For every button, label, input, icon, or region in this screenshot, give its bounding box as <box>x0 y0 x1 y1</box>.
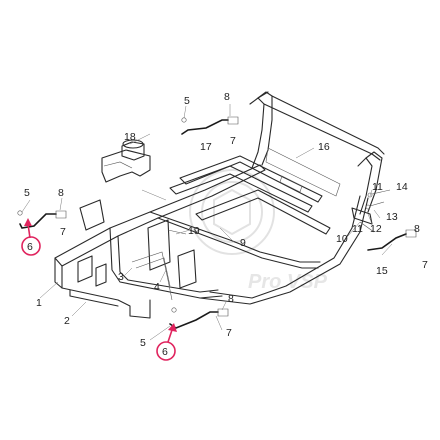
callout-11-lower: 11 <box>352 223 363 235</box>
highlight-arrow-bottom <box>167 329 173 343</box>
callout-12: 12 <box>370 223 382 235</box>
callout-16: 16 <box>318 141 330 153</box>
callout-8-left: 8 <box>58 187 64 199</box>
callout-labels: 1 2 3 4 5 5 5 6 6 7 7 7 7 8 8 8 8 9 10 1… <box>24 91 428 358</box>
callout-10: 10 <box>336 233 348 245</box>
callout-2: 2 <box>64 315 70 327</box>
leader-lines <box>21 104 393 341</box>
callout-4: 4 <box>154 281 160 293</box>
callout-14: 14 <box>396 181 408 193</box>
callout-7-right: 7 <box>422 259 428 271</box>
callout-7-left: 7 <box>60 226 66 238</box>
callout-3: 3 <box>118 271 124 283</box>
callout-9: 9 <box>240 237 246 249</box>
callout-5-bottom: 5 <box>140 337 146 349</box>
watermark: Pro VSP <box>189 169 328 293</box>
highlight-arrow-left <box>27 223 31 239</box>
watermark-text: Pro VSP <box>248 271 328 293</box>
callout-13: 13 <box>386 211 398 223</box>
callout-11-upper: 11 <box>372 181 383 193</box>
callout-8-bottom: 8 <box>228 293 234 305</box>
callout-15: 15 <box>376 265 388 277</box>
callout-5-left: 5 <box>24 187 30 199</box>
callout-7-bottom: 7 <box>226 327 232 339</box>
callout-6-left: 6 <box>27 241 33 253</box>
highlight-left <box>21 218 41 256</box>
callout-8-top: 8 <box>224 91 230 103</box>
callout-6-bottom: 6 <box>162 346 168 358</box>
arrowhead-bottom <box>168 323 177 332</box>
seat-bracket-part <box>101 139 151 183</box>
callout-8-right: 8 <box>414 223 420 235</box>
callout-19: 19 <box>188 225 200 237</box>
brake-hose-top <box>181 116 239 135</box>
callout-18: 18 <box>124 131 136 143</box>
brake-hose-bottom <box>169 307 229 329</box>
highlight-bottom <box>156 323 177 361</box>
callout-5-top: 5 <box>184 95 190 107</box>
highlight-ring-bottom <box>156 341 176 361</box>
frame-assembly <box>54 91 385 319</box>
brake-hose-right <box>367 229 417 251</box>
highlight-ring-left <box>21 236 41 256</box>
callout-17: 17 <box>200 141 212 153</box>
arrowhead-left <box>24 218 32 226</box>
callout-7-top: 7 <box>230 135 236 147</box>
bolt-parts <box>365 189 391 210</box>
callout-1: 1 <box>36 297 42 309</box>
brake-hose-left <box>17 210 67 229</box>
